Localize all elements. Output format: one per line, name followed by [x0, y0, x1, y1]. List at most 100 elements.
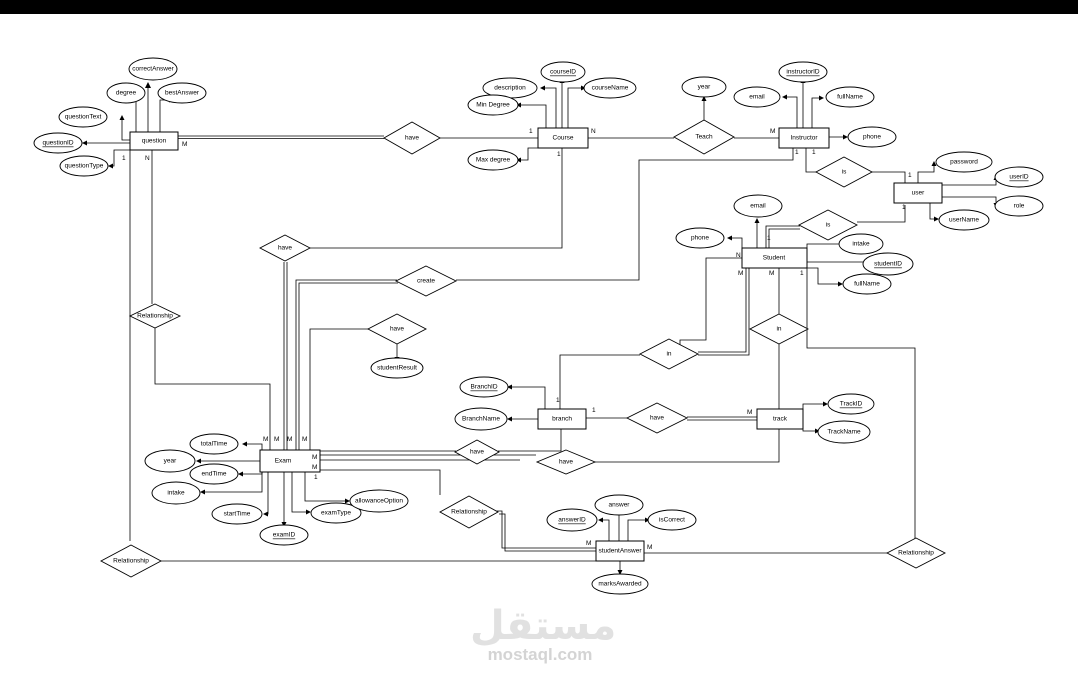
- rel-relationship-student-answer: Relationship: [886, 537, 946, 569]
- cardinality-label: M: [263, 436, 268, 443]
- cardinality-label: 1: [592, 407, 596, 414]
- rel-is-instructor-user: is: [815, 156, 873, 188]
- cardinality-label: M: [647, 544, 652, 551]
- attr-max-degree-label: Max degree: [476, 157, 511, 164]
- attr-student-result: studentResult: [370, 357, 424, 379]
- attr-exam-id: examID: [259, 524, 309, 546]
- rel-teach: Teach: [673, 119, 735, 155]
- attr-correct-answer: correctAnswer: [128, 57, 178, 81]
- entity-user: user: [893, 182, 943, 204]
- cardinality-label: 1: [314, 474, 318, 481]
- cardinality-label: M: [747, 409, 752, 416]
- attr-answer-label: answer: [609, 502, 631, 509]
- entities: question Course Instructor user Student …: [129, 127, 943, 562]
- attr-course-id: courseID: [540, 61, 586, 83]
- attr-question-id-label: questionID: [42, 140, 73, 147]
- cardinality-label: M: [586, 540, 591, 547]
- rel-relationship-question-exam-label: Relationship: [137, 313, 173, 320]
- attr-course-name: courseName: [583, 77, 637, 99]
- attr-exam-type-label: examType: [321, 510, 351, 517]
- rel-in-student-branch-label: in: [666, 351, 671, 358]
- attr-student-id-label: studentID: [874, 261, 902, 268]
- entity-student-label: Student: [763, 255, 786, 262]
- rel-have-exam-course: have: [259, 234, 311, 262]
- entity-instructor: Instructor: [778, 127, 830, 149]
- attr-start-time: startTime: [211, 503, 263, 525]
- attr-user-name: userName: [938, 209, 990, 231]
- attr-description-label: description: [494, 85, 526, 92]
- attr-intake-label: intake: [852, 241, 870, 248]
- cardinality-label: N: [145, 155, 150, 162]
- watermark-url: mostaql.com: [487, 645, 593, 664]
- cardinality-label: M: [770, 128, 775, 135]
- attr-instructor-phone-label: phone: [863, 134, 881, 141]
- rel-relationship-question-answer-label: Relationship: [113, 558, 149, 565]
- attr-answer-id: answerID: [546, 508, 598, 532]
- cardinality-label: M: [312, 454, 317, 461]
- attr-user-id-label: userID: [1009, 174, 1028, 181]
- cardinality-label: M: [312, 464, 317, 471]
- attr-password-label: password: [950, 159, 978, 166]
- cardinality-label: M: [769, 270, 774, 277]
- rel-have-question-course-label: have: [405, 135, 419, 142]
- attr-instructor-fullname-label: fullName: [837, 94, 863, 101]
- attr-course-name-label: courseName: [592, 85, 629, 92]
- entity-student-answer-label: studentAnswer: [599, 548, 643, 555]
- entity-question-label: question: [142, 138, 167, 145]
- attr-user-name-label: userName: [949, 217, 979, 224]
- cardinality-label: 1: [767, 235, 771, 242]
- rel-in-student-branch: in: [639, 338, 699, 370]
- rel-have-branch-track: have: [625, 402, 689, 434]
- cardinality-label: N: [591, 128, 596, 135]
- attr-is-correct: isCorrect: [647, 509, 697, 531]
- attr-answer-id-label: answerID: [558, 517, 586, 524]
- attr-intake: intake: [838, 233, 884, 255]
- rel-is-student-user-label: is: [826, 222, 831, 229]
- entity-student-answer: studentAnswer: [595, 540, 645, 562]
- rel-have-result: have: [367, 313, 427, 345]
- attr-track-id: TrackID: [827, 393, 875, 415]
- attr-exam-intake: intake: [151, 481, 201, 505]
- entity-branch: branch: [537, 408, 587, 430]
- attr-is-correct-label: isCorrect: [659, 517, 685, 524]
- rel-create-label: create: [417, 278, 435, 285]
- relationships: have Teach is is have create have Relati…: [100, 119, 946, 578]
- attr-question-type: questionType: [59, 155, 109, 177]
- attr-end-time-label: endTime: [201, 471, 226, 478]
- attr-year: year: [144, 449, 196, 473]
- attr-instructor-id-label: instructorID: [786, 69, 820, 76]
- rel-have-question-course: have: [383, 121, 441, 155]
- attr-teach-year-label: year: [698, 84, 711, 91]
- rel-relationship-student-answer-label: Relationship: [898, 550, 934, 557]
- attr-branch-name-label: BranchName: [462, 416, 500, 423]
- attr-track-id-label: TrackID: [840, 401, 863, 408]
- attr-course-id-label: courseID: [550, 69, 576, 76]
- rel-is-student-user: is: [798, 209, 858, 241]
- rel-have-exam-course-label: have: [278, 245, 292, 252]
- cardinality-label: M: [302, 436, 307, 443]
- cardinality-label: N: [736, 252, 741, 259]
- attr-student-fullname: fullName: [842, 273, 892, 295]
- cardinality-label: 1: [800, 270, 804, 277]
- attr-user-id: userID: [994, 166, 1044, 188]
- arrowheads: [82, 78, 999, 575]
- attr-best-answer-label: bestAnswer: [165, 90, 200, 97]
- entity-instructor-label: Instructor: [790, 135, 818, 142]
- cardinality-label: 1: [812, 149, 816, 156]
- cardinality-label: 1: [556, 397, 560, 404]
- entity-question: question: [129, 131, 179, 151]
- attr-marks-awarded: marksAwarded: [591, 573, 649, 595]
- rel-in-student-track-label: in: [776, 326, 781, 333]
- attr-question-text: questionText: [58, 106, 108, 128]
- attr-branch-id-label: BranchID: [470, 384, 497, 391]
- attr-instructor-email-label: email: [749, 94, 765, 101]
- attr-track-name: TrackName: [817, 420, 871, 444]
- attr-answer: answer: [594, 494, 644, 516]
- rel-have-exam-track: have: [535, 449, 597, 475]
- cardinality-label: M: [182, 141, 187, 148]
- attr-student-email: email: [733, 194, 783, 218]
- entity-exam-label: Exam: [275, 458, 292, 465]
- cardinality-label: M: [274, 436, 279, 443]
- attr-track-name-label: TrackName: [827, 429, 861, 436]
- attr-student-id: studentID: [862, 252, 914, 276]
